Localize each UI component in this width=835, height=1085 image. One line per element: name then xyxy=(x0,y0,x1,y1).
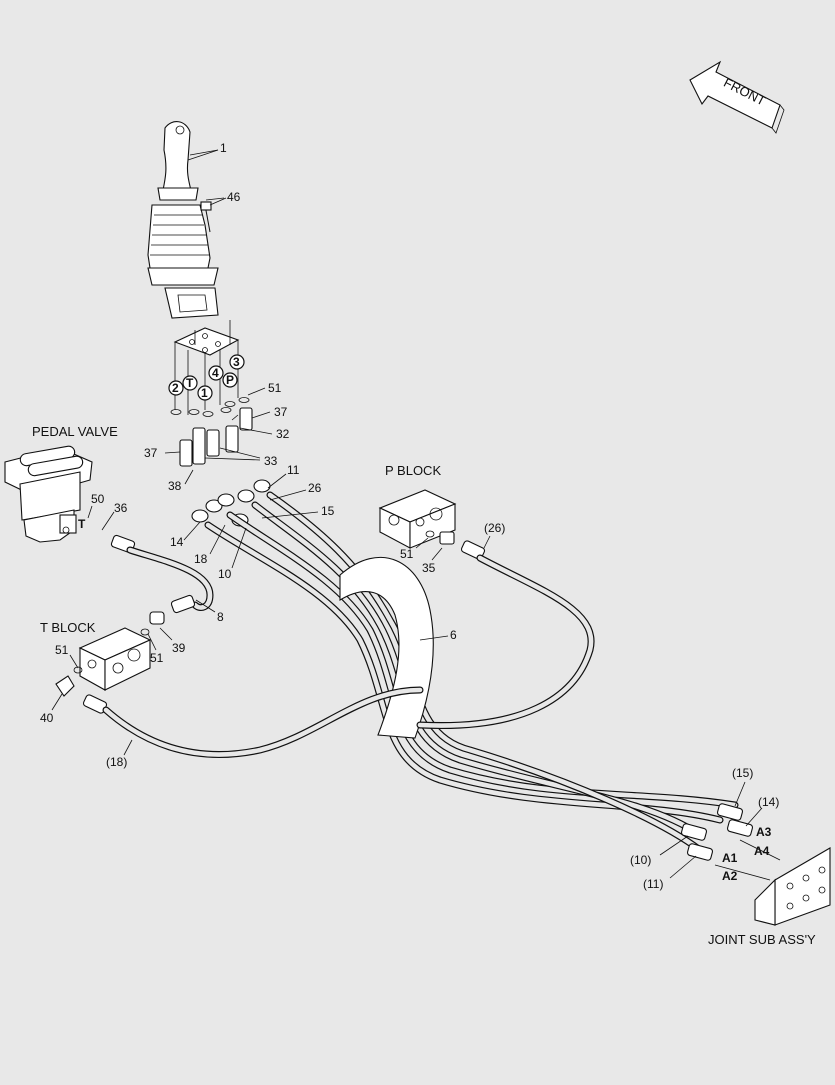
callout-11-paren: (11) xyxy=(643,877,663,891)
port-markers: 2 T 1 4 P 3 xyxy=(168,354,245,401)
callout-32: 32 xyxy=(276,427,290,441)
callout-18-paren: (18) xyxy=(106,755,127,769)
callout-51-tblock: 51 xyxy=(150,651,164,665)
p-block xyxy=(378,489,486,560)
adaptor-fittings xyxy=(170,397,253,467)
t-block-label: T BLOCK xyxy=(40,620,96,635)
pedal-valve-label: PEDAL VALVE xyxy=(32,424,118,439)
pedal-valve xyxy=(4,445,93,543)
callout-51-pblock: 51 xyxy=(400,547,414,561)
callout-8: 8 xyxy=(217,610,224,624)
callout-35: 35 xyxy=(422,561,436,575)
p-block-label: P BLOCK xyxy=(385,463,441,478)
callout-37-left: 37 xyxy=(144,446,158,460)
port-circle-2: 2 xyxy=(172,381,179,395)
callout-39: 39 xyxy=(172,641,186,655)
callout-38: 38 xyxy=(168,479,182,493)
callout-36: 36 xyxy=(114,501,128,515)
port-circle-p: P xyxy=(226,373,234,387)
callout-1: 1 xyxy=(220,141,227,155)
callout-6: 6 xyxy=(450,628,457,642)
t-block xyxy=(55,627,152,714)
hose-26 xyxy=(416,554,595,730)
front-arrow: FRONT xyxy=(689,60,785,134)
callout-14: 14 xyxy=(170,535,184,549)
port-circle-3: 3 xyxy=(233,355,240,369)
port-circle-4: 4 xyxy=(212,366,219,380)
port-circle-t: T xyxy=(186,376,194,390)
joint-sub-assy xyxy=(680,803,831,926)
callout-18: 18 xyxy=(194,552,208,566)
callouts: 1 46 51 37 32 33 37 38 11 26 15 14 18 10… xyxy=(40,141,779,891)
callout-50: 50 xyxy=(91,492,105,506)
callout-37: 37 xyxy=(274,405,288,419)
port-t-label: T xyxy=(78,517,86,531)
callout-15-paren: (15) xyxy=(732,766,753,780)
hose-18 xyxy=(102,686,424,758)
joystick-lever xyxy=(147,121,227,319)
port-circle-1: 1 xyxy=(201,386,208,400)
port-a4-label: A4 xyxy=(754,844,770,858)
callout-40: 40 xyxy=(40,711,54,725)
callout-51: 51 xyxy=(268,381,282,395)
callout-26-paren: (26) xyxy=(484,521,505,535)
hose-8 xyxy=(110,534,214,625)
callout-10-paren: (10) xyxy=(630,853,651,867)
port-a2-label: A2 xyxy=(722,869,738,883)
port-a3-label: A3 xyxy=(756,825,772,839)
callout-33: 33 xyxy=(264,454,278,468)
joint-sub-assy-label: JOINT SUB ASS'Y xyxy=(708,932,816,947)
callout-15: 15 xyxy=(321,504,335,518)
callout-51-left: 51 xyxy=(55,643,69,657)
callout-14-paren: (14) xyxy=(758,795,779,809)
callout-46: 46 xyxy=(227,190,241,204)
port-a1-label: A1 xyxy=(722,851,738,865)
callout-10: 10 xyxy=(218,567,232,581)
leader-lines xyxy=(51,149,763,879)
pilot-valve-body xyxy=(173,320,240,415)
callout-11: 11 xyxy=(287,463,300,477)
callout-26: 26 xyxy=(308,481,322,495)
